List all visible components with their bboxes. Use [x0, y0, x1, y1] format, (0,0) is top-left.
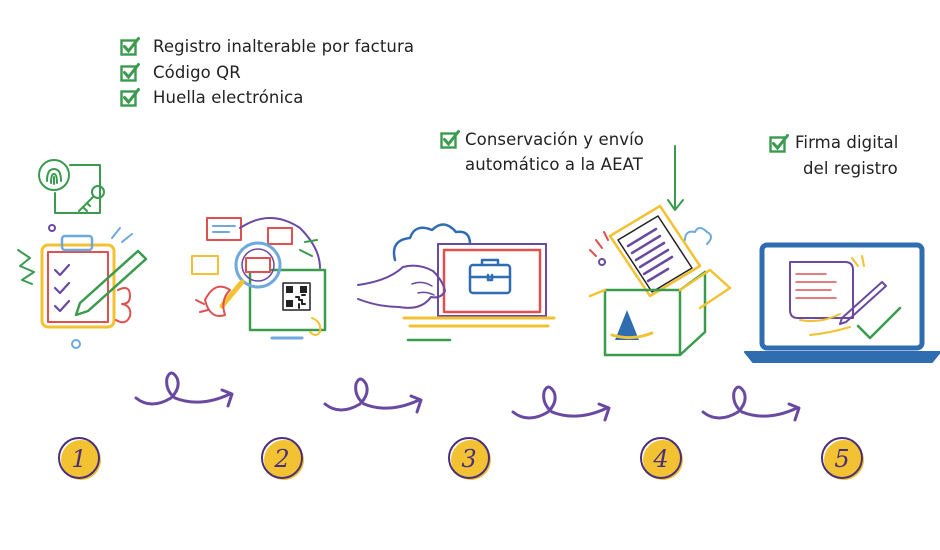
fingerprint-icon: [38, 159, 101, 214]
step-circle-icon: 2: [261, 437, 304, 480]
illustration-laptop-signature: [744, 242, 940, 363]
arrow-3-to-4: [511, 385, 611, 422]
step-number: 1: [71, 445, 86, 473]
feature-firma-line2: del registro: [803, 159, 898, 178]
step-circle-icon: 1: [58, 437, 101, 480]
arrow-1-to-2: [134, 371, 234, 408]
feature-conservacion-line2: automático a la AEAT: [465, 155, 643, 174]
step-3-badge: 3: [447, 436, 493, 482]
feature-firma-line1: Firma digital: [795, 133, 899, 152]
step-4-badge: 4: [639, 436, 685, 482]
step-circle-icon: 4: [640, 437, 683, 480]
step-circle-icon: 5: [821, 437, 864, 480]
step-5-badge: 5: [820, 436, 866, 482]
step-2-badge: 2: [260, 436, 306, 482]
qr-code-icon: [282, 282, 311, 311]
briefcase-icon: [468, 258, 512, 295]
illustration-laptop-briefcase: [357, 223, 556, 342]
step-number: 4: [652, 445, 668, 473]
feature-registro-inalterable: Registro inalterable por factura: [153, 37, 415, 56]
arrow-4-to-5: [701, 385, 801, 422]
step-circle-icon: 3: [448, 437, 491, 480]
arrow-2-to-3: [323, 377, 423, 414]
step-1-badge: 1: [57, 436, 103, 482]
feature-conservacion-line1: Conservación y envío: [465, 130, 644, 149]
aeat-logo-icon: [610, 310, 654, 340]
feature-codigo-qr: Código QR: [153, 63, 241, 82]
step-number: 5: [834, 445, 849, 473]
step-number: 3: [461, 445, 476, 473]
flow-arrows: [134, 371, 801, 422]
step-number: 2: [273, 445, 289, 473]
illustration-clipboard: [17, 159, 148, 349]
illustration-qr-monitor: [191, 217, 327, 340]
key-icon: [78, 185, 105, 212]
illustration-box-aeat: [588, 145, 732, 357]
feature-huella-electronica: Huella electrónica: [153, 88, 304, 107]
